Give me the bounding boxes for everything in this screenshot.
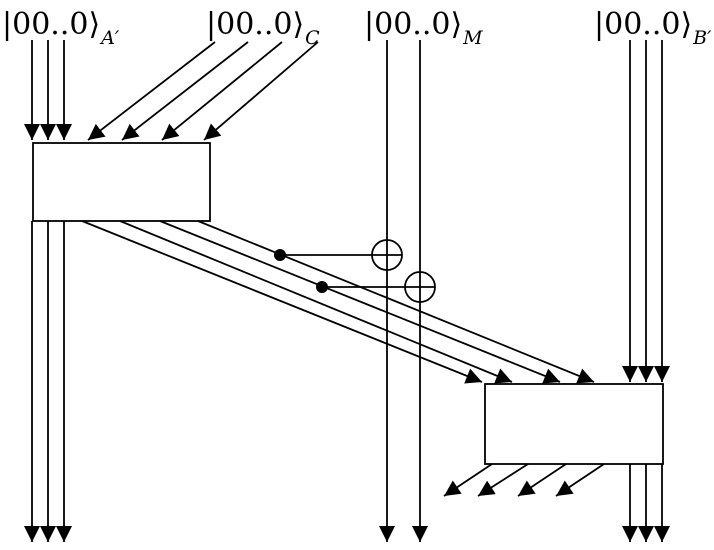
unitary-box-a — [32, 142, 211, 222]
cnot-gate-1 — [274, 239, 403, 271]
wire — [121, 41, 249, 141]
wire — [203, 41, 319, 141]
subscript: M — [463, 27, 483, 49]
b-prime-input-wires — [622, 40, 670, 382]
a-prime-input-wires — [24, 40, 72, 140]
label-a-prime: |00..0⟩A′ — [2, 0, 119, 50]
a-prime-output-wires — [24, 221, 72, 542]
wire — [517, 463, 567, 497]
cnot-gate-2 — [316, 271, 436, 303]
wire — [161, 41, 283, 141]
wire — [119, 220, 513, 384]
label-m: |00..0⟩M — [364, 0, 483, 50]
transmitted-wires — [81, 220, 595, 384]
label-b-prime: |00..0⟩B′ — [594, 0, 711, 50]
wire — [555, 463, 605, 497]
wire — [87, 41, 216, 141]
ket-text: |00..0⟩ — [2, 7, 101, 42]
b-prime-output-wires — [622, 464, 670, 542]
wire — [197, 220, 595, 384]
label-c: |00..0⟩C — [206, 0, 320, 50]
cnot-control-1 — [274, 249, 286, 261]
wire — [477, 463, 529, 497]
ket-text: |00..0⟩ — [364, 7, 463, 42]
cnot-control-2 — [316, 281, 328, 293]
wire — [443, 463, 493, 497]
c-input-wires — [87, 41, 319, 141]
discarded-wires — [443, 463, 605, 497]
m-wires — [379, 40, 428, 542]
wire — [159, 220, 561, 384]
wire — [81, 220, 483, 384]
ket-text: |00..0⟩ — [206, 7, 305, 42]
subscript: B′ — [693, 27, 712, 49]
unitary-box-b — [484, 383, 664, 465]
subscript: C — [305, 27, 320, 49]
subscript: A′ — [101, 27, 120, 49]
ket-text: |00..0⟩ — [594, 7, 693, 42]
